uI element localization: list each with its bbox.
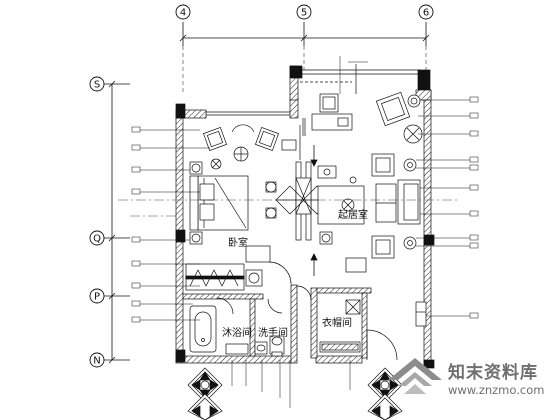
left-dimension-line [104, 80, 130, 364]
watermark: 知末资料库 www.znzmo.com [386, 356, 554, 414]
axis-label-5: 5 [301, 8, 307, 19]
bathroom-fixtures [189, 297, 285, 357]
center-lines [118, 199, 460, 217]
axis-label-6: 6 [423, 8, 429, 19]
axis-label-s: S [94, 80, 100, 91]
living-room-furniture [317, 153, 427, 327]
room-label-wash: 洗手间 [258, 326, 288, 339]
axis-bubble-n: N [89, 352, 105, 368]
callout-leaders [140, 56, 470, 408]
axis-label-p: P [94, 292, 100, 303]
callout-tags [131, 96, 479, 323]
axis-bubble-p: P [89, 288, 105, 304]
top-dimension-line [179, 22, 430, 92]
axis-bubble-4: 4 [175, 4, 191, 20]
axis-bubble-q: Q [89, 230, 105, 246]
room-label-bath: 沐浴间 [222, 326, 252, 339]
watermark-logo-icon [388, 358, 442, 394]
axis-bubble-s: S [89, 76, 105, 92]
direction-arrows [310, 145, 318, 276]
tv-partition [275, 118, 332, 241]
axis-label-n: N [93, 356, 100, 367]
closet-fixtures [268, 261, 398, 361]
coffee-table [317, 185, 365, 225]
study-furniture [300, 64, 423, 144]
axis-bubble-6: 6 [418, 4, 434, 20]
axis-label-q: Q [93, 234, 101, 245]
watermark-title: 知末资料库 [448, 363, 538, 383]
vanity [225, 343, 249, 355]
watermark-url: www.znzmo.com [448, 383, 545, 397]
room-label-closet: 衣帽间 [322, 316, 352, 329]
axis-label-4: 4 [180, 8, 186, 19]
axis-bubble-5: 5 [296, 4, 312, 20]
room-label-living-room: 起居室 [338, 208, 368, 221]
room-label-bedroom: 卧室 [228, 236, 248, 249]
elevation-symbol-left [187, 367, 223, 420]
bedroom-furniture [185, 124, 297, 291]
